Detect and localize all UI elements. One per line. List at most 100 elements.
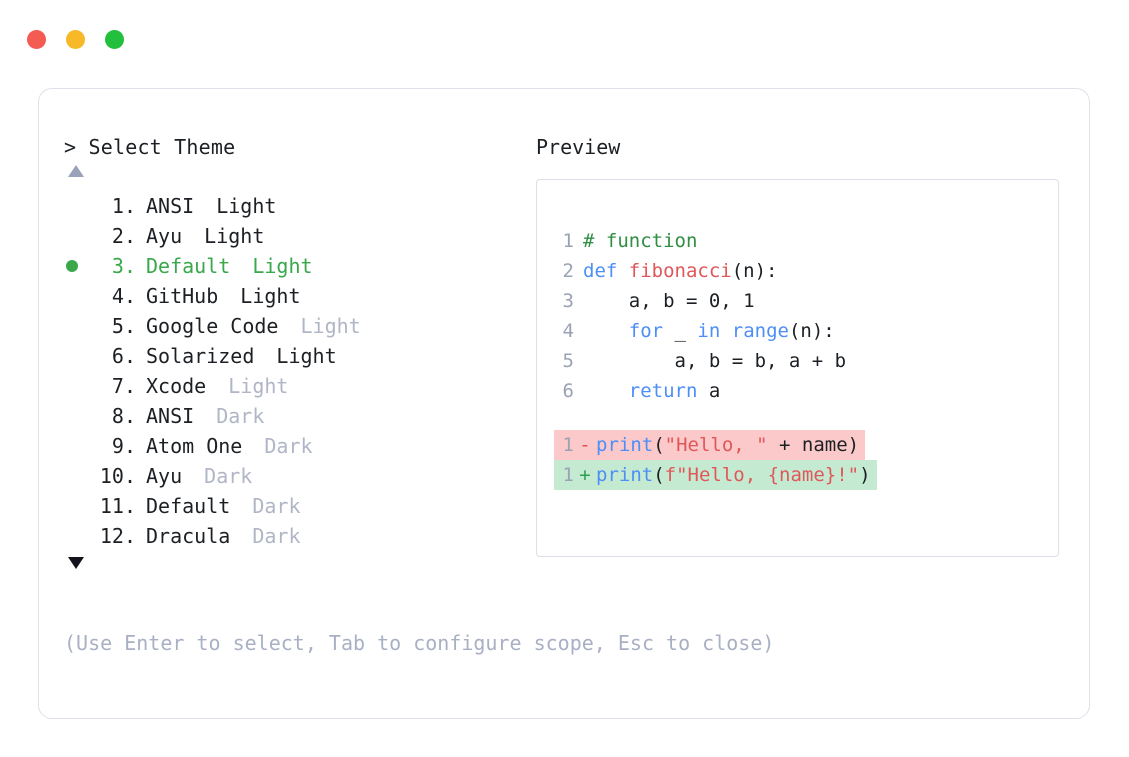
theme-list-item[interactable]: 12. Dracula Dark xyxy=(64,521,534,551)
preview-label: Preview xyxy=(536,135,621,159)
code-line-number: 6 xyxy=(562,380,574,402)
chevron-down-icon[interactable] xyxy=(68,557,84,569)
code-token: a xyxy=(697,380,721,402)
theme-item-variant: Light xyxy=(276,344,337,368)
theme-item-variant: Light xyxy=(216,194,277,218)
theme-item-number: 9. xyxy=(111,434,136,458)
theme-item-number: 2. xyxy=(111,224,136,248)
theme-list-item[interactable]: 11.Default Dark xyxy=(64,491,534,521)
diff-added-line: 1+print(f"Hello, {name}!") xyxy=(554,460,877,490)
keyboard-hint: (Use Enter to select, Tab to configure s… xyxy=(64,631,775,655)
code-token: for xyxy=(628,320,664,342)
code-token: ( xyxy=(653,464,665,486)
theme-item-name: Atom One xyxy=(146,434,243,458)
scroll-down-row[interactable] xyxy=(64,551,534,577)
code-token: range xyxy=(731,320,789,342)
code-token: "Hello, " xyxy=(664,434,768,456)
theme-item-space xyxy=(278,311,300,341)
theme-item-number: 10. xyxy=(99,464,136,488)
theme-item-space xyxy=(218,281,240,311)
theme-list-item[interactable]: 8.ANSI Dark xyxy=(64,401,534,431)
close-button-icon[interactable] xyxy=(27,30,46,49)
theme-item-variant: Dark xyxy=(252,524,301,548)
theme-item-name: Xcode xyxy=(146,374,207,398)
theme-list-item[interactable]: 4.GitHub Light xyxy=(64,281,534,311)
code-token: in xyxy=(697,320,721,342)
theme-item-name: Default xyxy=(146,494,231,518)
theme-list-item[interactable]: 1. ANSI Light xyxy=(64,191,534,221)
minimize-button-icon[interactable] xyxy=(66,30,85,49)
code-line-number: 2 xyxy=(562,260,574,282)
theme-item-name: ANSI xyxy=(146,404,195,428)
theme-item-name: Ayu xyxy=(146,464,183,488)
code-token: (n): xyxy=(731,260,778,282)
diff-marker: + xyxy=(579,464,591,486)
code-token: ( xyxy=(653,434,665,456)
theme-item-name: Google Code xyxy=(146,314,279,338)
code-token xyxy=(720,320,731,342)
code-token: fibonacci xyxy=(628,260,732,282)
code-token: ) xyxy=(859,464,871,486)
theme-list-item[interactable]: 9.Atom One Dark xyxy=(64,431,534,461)
code-line-number: 1 xyxy=(562,230,574,252)
theme-item-variant: Light xyxy=(252,254,313,278)
diff-lines: 1-print("Hello, " + name)1+print(f"Hello… xyxy=(554,430,1054,490)
code-token: (n): xyxy=(788,320,835,342)
theme-item-space xyxy=(182,221,204,251)
theme-list-item[interactable]: 2.Ayu Light xyxy=(64,221,534,251)
select-theme-prompt: > Select Theme xyxy=(64,135,236,159)
theme-item-name: Dracula xyxy=(146,524,231,548)
theme-item-space xyxy=(230,251,252,281)
theme-item-name: ANSI xyxy=(146,194,195,218)
theme-item-variant: Light xyxy=(300,314,361,338)
theme-item-number: 3. xyxy=(111,254,136,278)
code-line-number: 3 xyxy=(562,290,574,312)
theme-list-item[interactable]: 3.Default Light xyxy=(64,251,534,281)
code-line-text: a, b = 0, 1 xyxy=(574,286,755,316)
diff-line-number: 1 xyxy=(562,464,574,486)
scroll-up-row[interactable] xyxy=(64,161,534,187)
theme-item-variant: Dark xyxy=(216,404,265,428)
theme-list-item[interactable]: 6.Solarized Light xyxy=(64,341,534,371)
theme-item-space xyxy=(182,461,204,491)
code-line-text: return a xyxy=(574,376,721,406)
theme-item-space xyxy=(194,401,216,431)
diff-line-text: print(f"Hello, {name}!") xyxy=(596,460,877,490)
code-token xyxy=(583,320,629,342)
code-line: 3 a, b = 0, 1 xyxy=(554,286,1054,316)
theme-item-space xyxy=(230,521,252,551)
diff-line-text: print("Hello, " + name) xyxy=(596,430,865,460)
theme-item-name: GitHub xyxy=(146,284,219,308)
theme-item-variant: Light xyxy=(204,224,265,248)
theme-item-space xyxy=(242,431,264,461)
theme-list-item[interactable]: 7.Xcode Light xyxy=(64,371,534,401)
code-token: return xyxy=(628,380,698,402)
code-token: a, b = b, a + b xyxy=(583,350,847,372)
theme-item-number: 12. xyxy=(99,524,136,548)
code-line-text: a, b = b, a + b xyxy=(574,346,847,376)
theme-list-item[interactable]: 10. Ayu Dark xyxy=(64,461,534,491)
maximize-button-icon[interactable] xyxy=(105,30,124,49)
code-token: # function xyxy=(583,230,698,252)
diff-removed-line: 1-print("Hello, " + name) xyxy=(554,430,866,460)
window-traffic-lights xyxy=(27,30,124,49)
code-token: _ xyxy=(663,320,698,342)
theme-item-space xyxy=(254,341,276,371)
chevron-up-icon[interactable] xyxy=(68,165,84,177)
theme-item-space xyxy=(230,491,252,521)
theme-item-number: 11. xyxy=(99,494,136,518)
theme-list-item[interactable]: 5.Google Code Light xyxy=(64,311,534,341)
code-line-text: def fibonacci(n): xyxy=(574,256,777,286)
theme-item-variant: Dark xyxy=(204,464,253,488)
diff-line-number: 1 xyxy=(562,434,574,456)
code-line: 5 a, b = b, a + b xyxy=(554,346,1054,376)
theme-item-number: 1. xyxy=(111,194,136,218)
